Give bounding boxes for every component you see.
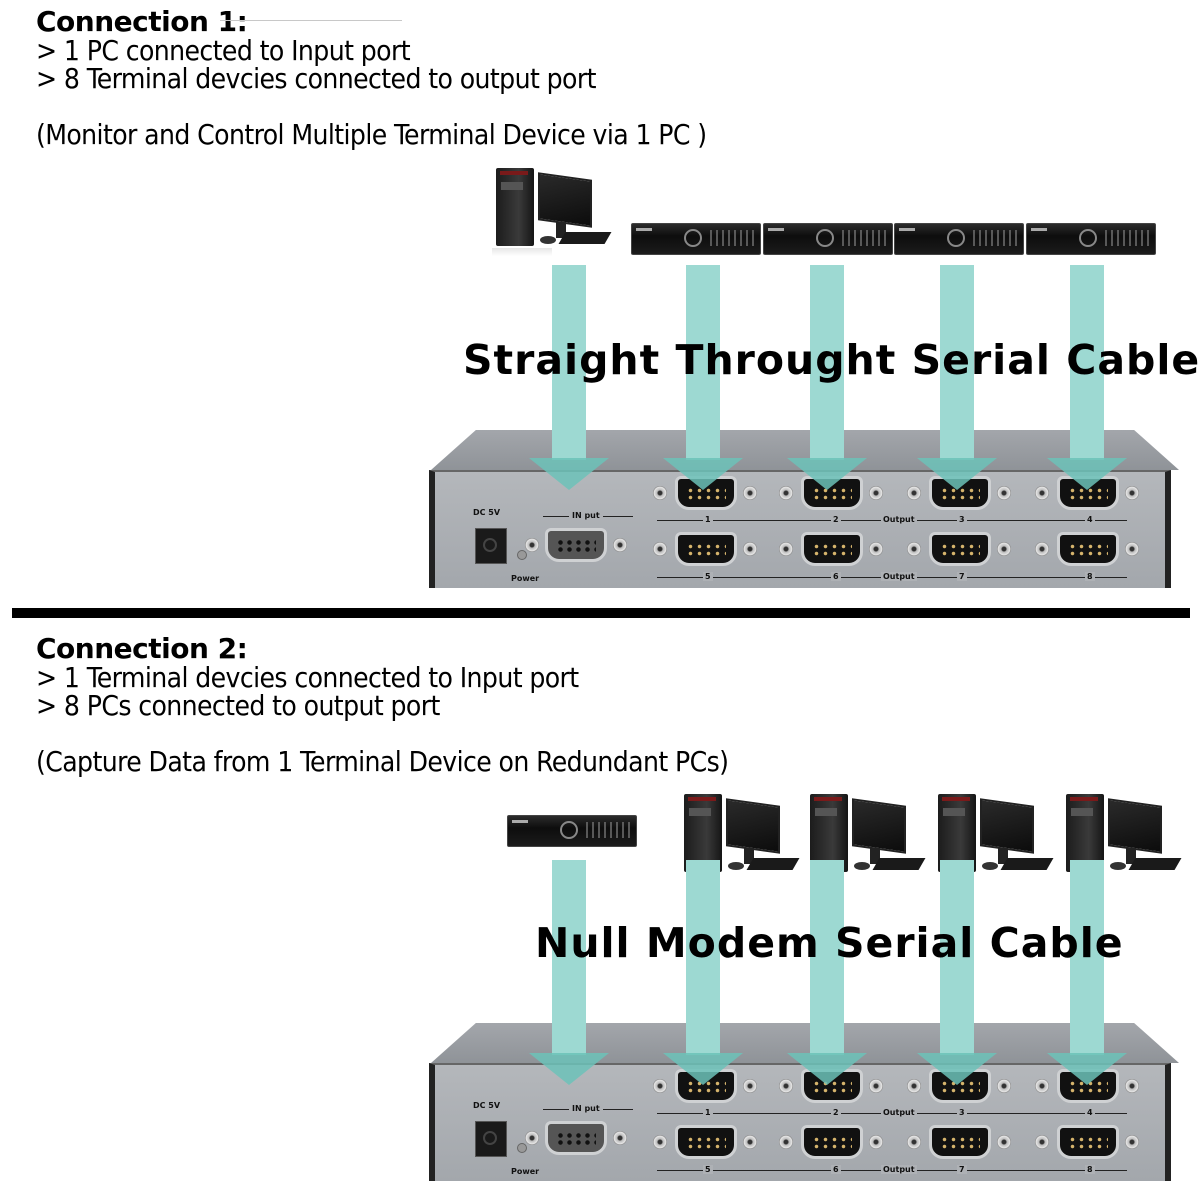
screw bbox=[1125, 1135, 1139, 1149]
cable-type-label: Straight Throught Serial Cable bbox=[463, 336, 1200, 384]
output-port-7 bbox=[929, 1125, 991, 1159]
screw bbox=[525, 1131, 539, 1145]
output-port-5 bbox=[675, 532, 737, 566]
screw bbox=[997, 1079, 1011, 1093]
output-label-top: Output bbox=[881, 1108, 917, 1117]
connection-1-line-1: > 1 PC connected to Input port bbox=[36, 34, 411, 67]
output-port-8 bbox=[1057, 1125, 1119, 1159]
output-label-bottom: Output bbox=[881, 1165, 917, 1174]
connection-1-heading: Connection 1: bbox=[36, 5, 248, 38]
screw bbox=[1035, 542, 1049, 556]
port-number-2: 2 bbox=[831, 1108, 841, 1117]
screw bbox=[907, 1135, 921, 1149]
screw bbox=[613, 1131, 627, 1145]
port-number-7: 7 bbox=[957, 1165, 967, 1174]
power-led bbox=[517, 1143, 527, 1153]
input-port bbox=[545, 1121, 607, 1155]
screw bbox=[869, 1079, 883, 1093]
screw bbox=[743, 486, 757, 500]
pc-icon bbox=[806, 790, 926, 882]
connection-1-section: Connection 1: > 1 PC connected to Input … bbox=[36, 5, 1200, 588]
input-port bbox=[545, 528, 607, 562]
screw bbox=[997, 542, 1011, 556]
port-number-4: 4 bbox=[1085, 1108, 1095, 1117]
output-port-6 bbox=[801, 1125, 863, 1159]
decorative-rule bbox=[220, 20, 402, 21]
screw bbox=[653, 1135, 667, 1149]
dc-label: DC 5V bbox=[473, 1101, 501, 1110]
output-port-5 bbox=[675, 1125, 737, 1159]
port-number-1: 1 bbox=[703, 1108, 713, 1117]
connection-2-section: Connection 2: > 1 Terminal devcies conne… bbox=[0, 625, 1200, 1200]
dc-label: DC 5V bbox=[473, 508, 501, 517]
section-divider bbox=[12, 608, 1190, 618]
port-number-6: 6 bbox=[831, 572, 841, 581]
output-port-7 bbox=[929, 532, 991, 566]
screw bbox=[613, 538, 627, 552]
connection-2-heading: Connection 2: bbox=[36, 632, 248, 665]
port-number-1: 1 bbox=[703, 515, 713, 524]
port-number-6: 6 bbox=[831, 1165, 841, 1174]
power-label: Power bbox=[511, 1167, 540, 1176]
screw bbox=[869, 542, 883, 556]
screw bbox=[1125, 486, 1139, 500]
port-number-2: 2 bbox=[831, 515, 841, 524]
screw bbox=[997, 486, 1011, 500]
port-number-7: 7 bbox=[957, 572, 967, 581]
port-number-5: 5 bbox=[703, 1165, 713, 1174]
pc-icon bbox=[680, 790, 800, 882]
screw bbox=[869, 1135, 883, 1149]
dvr-icon bbox=[631, 223, 761, 255]
output-label-top: Output bbox=[881, 515, 917, 524]
screw bbox=[1125, 542, 1139, 556]
screw bbox=[869, 486, 883, 500]
screw bbox=[907, 542, 921, 556]
screw bbox=[743, 1135, 757, 1149]
connection-1-description: (Monitor and Control Multiple Terminal D… bbox=[36, 118, 707, 151]
screw bbox=[525, 538, 539, 552]
port-number-3: 3 bbox=[957, 1108, 967, 1117]
connection-1-line-2: > 8 Terminal devcies connected to output… bbox=[36, 62, 596, 95]
dc-power-jack bbox=[475, 1121, 507, 1157]
screw bbox=[1035, 1079, 1049, 1093]
input-label: IN put bbox=[569, 1104, 603, 1113]
dvr-icon bbox=[1026, 223, 1156, 255]
port-number-4: 4 bbox=[1085, 515, 1095, 524]
pc-icon bbox=[492, 164, 612, 256]
dvr-icon bbox=[894, 223, 1024, 255]
screw bbox=[653, 542, 667, 556]
screw bbox=[779, 542, 793, 556]
pc-icon bbox=[1062, 790, 1182, 882]
screw bbox=[997, 1135, 1011, 1149]
connection-2-description: (Capture Data from 1 Terminal Device on … bbox=[36, 745, 729, 778]
connection-2-line-2: > 8 PCs connected to output port bbox=[36, 689, 440, 722]
port-number-3: 3 bbox=[957, 515, 967, 524]
dvr-icon bbox=[507, 815, 637, 847]
output-label-bottom: Output bbox=[881, 572, 917, 581]
port-number-5: 5 bbox=[703, 572, 713, 581]
screw bbox=[743, 1079, 757, 1093]
input-label: IN put bbox=[569, 511, 603, 520]
cable-type-label: Null Modem Serial Cable bbox=[535, 919, 1124, 967]
pc-icon bbox=[934, 790, 1054, 882]
screw bbox=[779, 1135, 793, 1149]
screw bbox=[1125, 1079, 1139, 1093]
screw bbox=[1035, 1135, 1049, 1149]
output-port-8 bbox=[1057, 532, 1119, 566]
dc-power-jack bbox=[475, 528, 507, 564]
output-port-6 bbox=[801, 532, 863, 566]
dvr-icon bbox=[763, 223, 893, 255]
screw bbox=[743, 542, 757, 556]
power-label: Power bbox=[511, 574, 540, 583]
screw bbox=[1035, 486, 1049, 500]
connection-2-line-1: > 1 Terminal devcies connected to Input … bbox=[36, 661, 579, 694]
port-number-8: 8 bbox=[1085, 1165, 1095, 1174]
power-led bbox=[517, 550, 527, 560]
port-number-8: 8 bbox=[1085, 572, 1095, 581]
